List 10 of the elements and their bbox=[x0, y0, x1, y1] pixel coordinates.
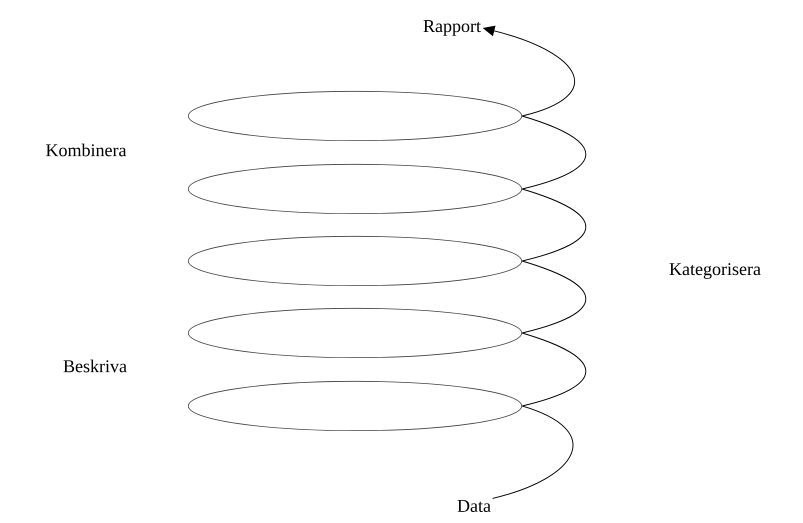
ring-ellipse bbox=[188, 164, 522, 214]
ring-ellipse bbox=[188, 236, 522, 286]
ring-ellipse bbox=[188, 380, 522, 432]
node-label: Rapport bbox=[424, 20, 481, 36]
text-label: Kombinera bbox=[46, 144, 126, 156]
ring-ellipse bbox=[188, 308, 522, 358]
ring-ellipse bbox=[188, 90, 522, 142]
node-label: Data bbox=[458, 500, 491, 512]
text-label: Kategorisera bbox=[670, 263, 761, 279]
text-label: Beskriva bbox=[64, 360, 127, 372]
